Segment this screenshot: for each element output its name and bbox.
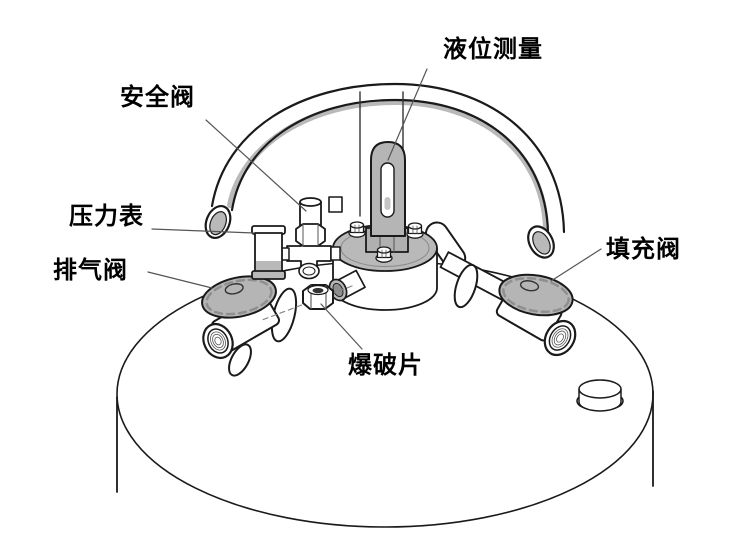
label-pressure-gauge: 压力表 [69,202,144,230]
carry-handle [204,82,566,259]
vent-valve-front-fin [228,343,252,377]
flange-bolt [375,246,393,263]
level-gauge-assembly [370,141,406,237]
leader-liquid-level [387,68,428,161]
leader-pressure-gauge [151,228,255,234]
label-fill-valve: 填充阀 [606,235,681,263]
flange-bolt [406,222,424,239]
leader-vent-valve [147,271,213,289]
fill-valve-fin [453,263,479,309]
label-liquid-level-measurement: 液位测量 [443,35,543,63]
safety-valve-hex-nut [295,223,326,247]
label-burst-disc: 爆破片 [348,351,423,379]
level-gauge-sight-slot [380,162,395,218]
vent-valve-threaded-port [202,322,234,360]
safety-valve-assembly [280,197,341,280]
manifold [328,221,467,311]
safety-valve-cap [295,197,326,247]
fill-valve-assembly [439,251,577,357]
label-vent-valve: 排气阀 [53,256,128,284]
handle-inner-edge [230,98,550,235]
fill-valve-threaded-port [543,319,577,357]
pressure-gauge-assembly [251,225,286,280]
vent-valve-handwheel [201,275,277,319]
cross-bottom-port [298,262,320,280]
leader-lines [147,68,602,350]
handle-right-end-opening [527,225,555,259]
handle-outer-edge [210,82,566,234]
leader-burst-disc [320,303,363,350]
guard-bracket [328,196,343,213]
pressure-gauge-shade [256,261,281,272]
leader-fill-valve [550,248,602,282]
flange-bolt [348,221,366,238]
handle-left-end-opening [204,205,232,239]
label-safety-valve: 安全阀 [120,83,195,111]
vent-valve-assembly [201,275,298,377]
tank-plug [576,379,624,412]
pressure-gauge-back-flange [251,270,286,280]
burst-disc-nut [261,284,353,321]
fill-valve-handwheel [498,273,574,317]
cross-right-coupling [330,246,341,261]
leader-safety-valve [205,119,307,212]
level-gauge-float-mark [384,197,391,210]
